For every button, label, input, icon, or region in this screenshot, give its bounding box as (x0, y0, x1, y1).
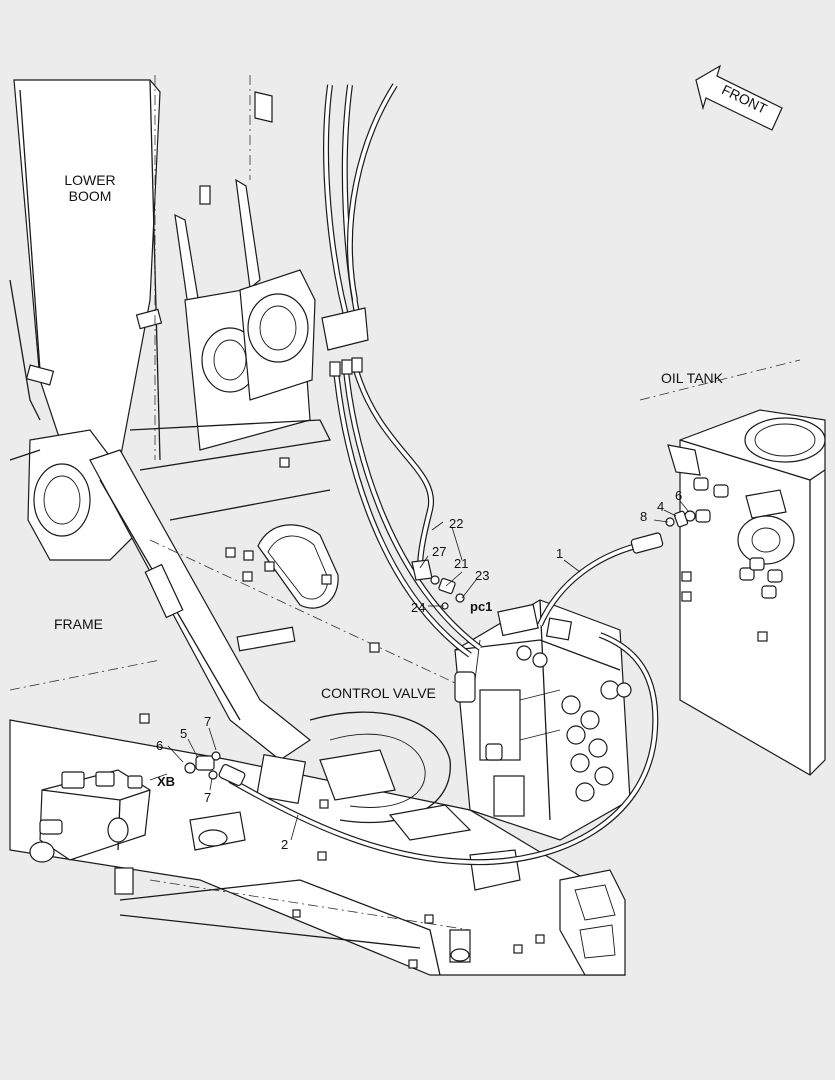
lower-boom-drawing (9, 75, 316, 461)
pc1-port-label: pc1 (470, 599, 492, 614)
callout-27: 27 (432, 544, 446, 559)
callout-6-left: 6 (156, 738, 163, 753)
callout-7-bottom: 7 (204, 790, 211, 805)
callout-5: 5 (180, 726, 187, 741)
lower-boom-label-line: BOOM (69, 188, 112, 204)
callout-24: 24 (411, 600, 425, 615)
hose-1-tank-to-valve (537, 532, 664, 627)
hose-2-pilot-to-valve (218, 632, 659, 866)
callout-1: 1 (556, 546, 563, 561)
frame-label: FRAME (54, 616, 103, 632)
callout-22: 22 (449, 516, 463, 531)
lower-boom-label-line: LOWER (64, 172, 115, 188)
fittings (184, 510, 696, 780)
front-direction-arrow (695, 64, 783, 131)
oil-tank-drawing (639, 359, 826, 776)
callout-leaders (149, 500, 690, 841)
callout-2: 2 (281, 837, 288, 852)
callout-21: 21 (454, 556, 468, 571)
frame-drawing (9, 419, 471, 761)
callout-7-top: 7 (204, 714, 211, 729)
callout-6-tank: 6 (675, 488, 682, 503)
hose-bundle-boom (321, 83, 482, 658)
control-valve-label: CONTROL VALVE (321, 685, 436, 701)
oil-tank-label: OIL TANK (661, 370, 724, 386)
pilot-valve-drawing (29, 769, 151, 863)
control-valve-drawing (454, 599, 632, 841)
swing-frame-drawing (9, 711, 626, 976)
callout-8: 8 (640, 509, 647, 524)
xb-port-label: XB (157, 774, 175, 789)
callout-4: 4 (657, 499, 664, 514)
callout-23: 23 (475, 568, 489, 583)
